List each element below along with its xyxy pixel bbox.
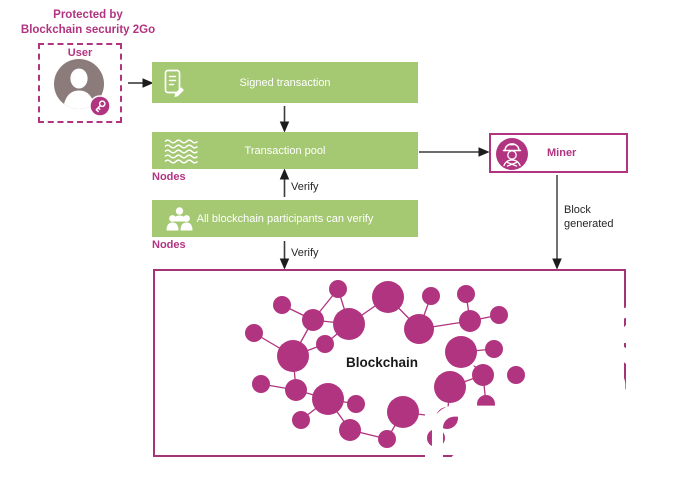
network-node-phone [316, 335, 575, 484]
network-node-person [457, 285, 700, 450]
network-node-laptop [434, 371, 466, 403]
network-node-person [507, 366, 700, 484]
transaction-pool-box: Transaction pool [152, 132, 418, 169]
miner-label: Miner [547, 147, 577, 159]
user-box: User [38, 43, 122, 123]
participants-group-icon [166, 206, 193, 230]
network-node-person [459, 310, 700, 484]
network-node-phone [329, 280, 588, 432]
nodes-caption-pool: Nodes [152, 171, 186, 183]
network-node-laptop [445, 336, 477, 368]
block-generated-label: Block generated [564, 204, 614, 230]
network-node-person [477, 395, 700, 484]
network-node-laptop [333, 308, 700, 484]
verify-up-label: Verify [291, 181, 319, 193]
blockchain-box: Blockchain [153, 269, 700, 484]
miner-box: Miner [489, 133, 628, 173]
network-node-person [422, 287, 700, 452]
verify-down-label: Verify [291, 247, 319, 259]
network-node-person [485, 340, 700, 484]
network-node-person [378, 430, 671, 484]
miner-icon [496, 138, 528, 170]
protected-by-header: Protected by Blockchain security 2Go [20, 8, 156, 38]
network-node-laptop [312, 383, 700, 484]
blockchain-label: Blockchain [345, 355, 419, 370]
transaction-pool-label: Transaction pool [244, 144, 326, 157]
network-node-laptop [277, 340, 700, 484]
network-node-phone [339, 419, 656, 484]
network-node-phone [404, 314, 434, 344]
network-node-laptop [372, 281, 700, 484]
network-node-phone [245, 324, 504, 476]
signed-transaction-box: Signed transaction [152, 62, 418, 103]
network-node-phone [472, 364, 700, 484]
network-node-person [490, 306, 700, 471]
network-node-person [347, 395, 640, 484]
key-badge-icon [89, 95, 111, 117]
header-line1: Protected by [53, 9, 123, 21]
user-label: User [67, 47, 93, 59]
signed-transaction-label: Signed transaction [239, 76, 331, 89]
signed-document-icon [164, 69, 184, 97]
network-node-person [292, 411, 585, 484]
blockchain-network [245, 280, 700, 484]
nodes-caption-participants: Nodes [152, 239, 186, 251]
user-avatar-icon [54, 59, 104, 109]
network-node-phone [273, 296, 532, 448]
header-line2: Blockchain security 2Go [20, 24, 156, 36]
network-node-laptop [387, 396, 700, 484]
network-node-phone [252, 375, 511, 484]
network-node-phone [285, 379, 602, 484]
participants-box: All blockchain participants can verify [152, 200, 418, 237]
participants-label: All blockchain participants can verify [196, 212, 374, 225]
network-node-person [302, 309, 660, 484]
transaction-pool-waves-icon [164, 138, 198, 163]
